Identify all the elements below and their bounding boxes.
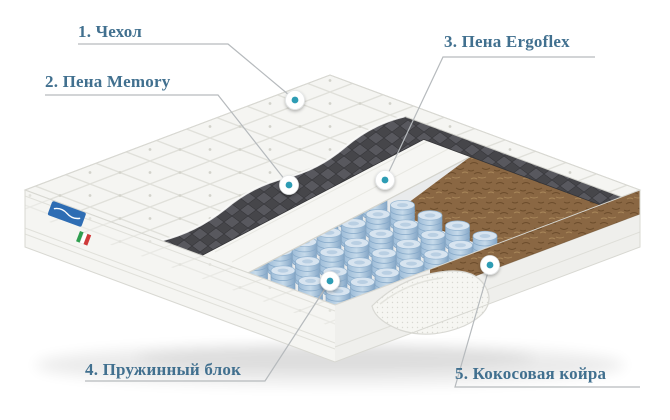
marker-3: [375, 170, 395, 190]
label-coconut-coir: 5. Кокосовая койра: [455, 364, 607, 383]
corner-flap: [371, 270, 490, 335]
leader-line-2: [45, 94, 290, 186]
leader-line-4: [85, 280, 331, 382]
front-left-face: [24, 189, 336, 362]
flag-tag: [76, 231, 92, 246]
label-spring-block: 4. Пружинный блок: [85, 360, 242, 379]
leader-lines: [45, 43, 640, 388]
brand-tag: [47, 201, 86, 227]
markers: [279, 90, 500, 291]
marker-2: [279, 175, 299, 195]
label-cover: 1. Чехол: [78, 22, 142, 41]
marker-5: [480, 255, 500, 275]
leader-line-1: [78, 43, 296, 101]
mattress-outline: [24, 74, 641, 363]
label-memory-foam: 2. Пена Memory: [45, 72, 171, 91]
label-ergoflex-foam: 3. Пена Ergoflex: [444, 32, 570, 51]
leader-line-5: [454, 264, 640, 388]
leader-line-3: [384, 56, 595, 181]
marker-1: [285, 90, 305, 110]
marker-4: [320, 271, 340, 291]
